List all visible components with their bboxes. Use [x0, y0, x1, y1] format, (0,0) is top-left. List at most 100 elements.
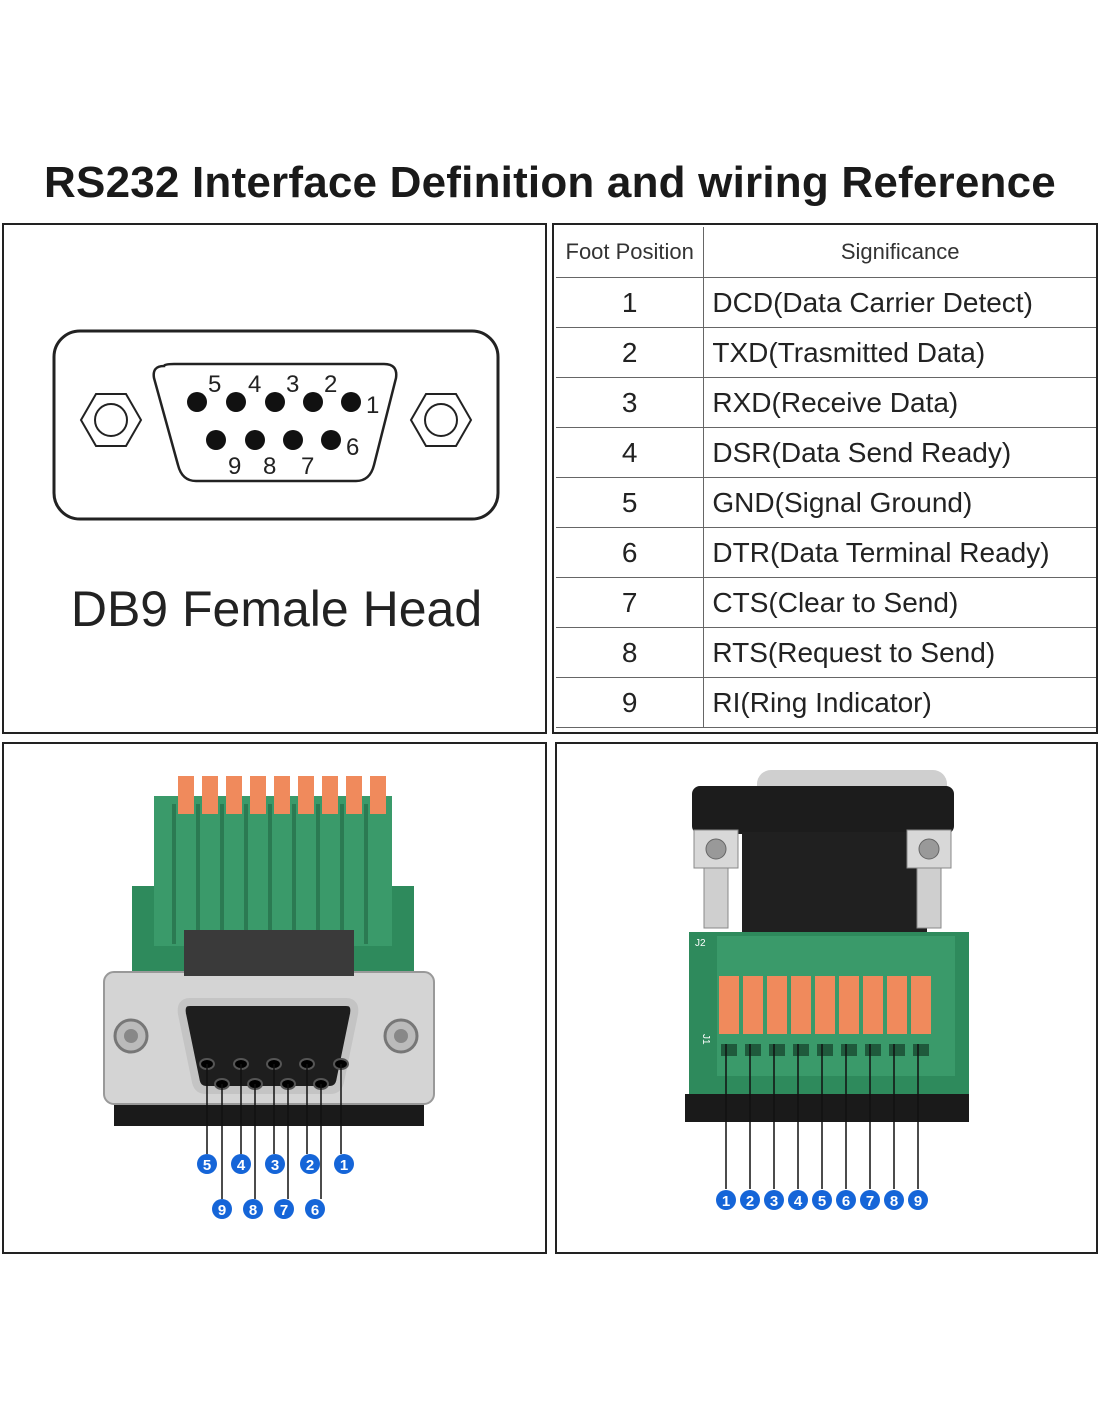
pin-label: 1	[366, 392, 379, 419]
callout-number: 9	[218, 1202, 226, 1219]
right-standoff	[906, 829, 952, 929]
row-significance: GND(Signal Ground)	[703, 477, 1096, 528]
page-title: RS232 Interface Definition and wiring Re…	[44, 158, 1056, 207]
callout-number: 9	[914, 1193, 922, 1210]
callout-3-icon	[265, 1154, 285, 1174]
d-shell-outline	[152, 362, 398, 483]
pin-label: 4	[248, 371, 261, 398]
right-hex-nut-icon	[409, 393, 473, 447]
callout-7-icon	[274, 1199, 294, 1219]
callout-number: 6	[842, 1193, 850, 1210]
row-significance: RTS(Request to Send)	[703, 627, 1096, 678]
pin-5-dot	[187, 392, 207, 412]
connector-base	[685, 1094, 969, 1122]
pin-9-dot	[206, 430, 226, 450]
table-header-row: Foot Position Significance	[556, 227, 1096, 278]
db9-front-illustration: 5 4 3 2 1 9 8 7 6	[103, 776, 435, 1219]
pin-label: 6	[346, 434, 359, 461]
pin-label: 7	[301, 453, 314, 480]
row-significance: TXD(Trasmitted Data)	[703, 327, 1096, 378]
pin-3-dot	[265, 392, 285, 412]
row-position: 8	[556, 627, 705, 678]
pin-8-dot	[245, 430, 265, 450]
callout-4-icon	[788, 1190, 808, 1210]
callout-number: 8	[249, 1202, 257, 1219]
header-significance: Significance	[703, 227, 1096, 278]
row-position: 7	[556, 577, 705, 628]
row-position: 6	[556, 527, 705, 578]
pin-label: 5	[208, 371, 221, 398]
callout-4-icon	[231, 1154, 251, 1174]
pin-7-dot	[283, 430, 303, 450]
callout-number: 3	[271, 1157, 279, 1174]
callout-number: 6	[311, 1202, 319, 1219]
orange-levers	[719, 976, 931, 1034]
callout-2-icon	[300, 1154, 320, 1174]
callout-number: 4	[794, 1193, 803, 1210]
callout-number: 4	[237, 1157, 246, 1174]
row-position: 5	[556, 477, 705, 528]
pin-label: 9	[228, 453, 241, 480]
terminal-slots	[172, 804, 368, 944]
db9-connector-drawing: 5 4 3 2 1 9 8 7 6	[52, 329, 500, 521]
pin-6-dot	[321, 430, 341, 450]
connector-body	[742, 832, 927, 932]
terminal-block	[154, 796, 392, 946]
row-significance: DCD(Data Carrier Detect)	[703, 277, 1096, 328]
wire-holes	[721, 1044, 929, 1056]
callout-number: 7	[280, 1202, 288, 1219]
callout-1-icon	[334, 1154, 354, 1174]
row-position: 3	[556, 377, 705, 428]
left-standoff	[693, 829, 739, 929]
callout-number: 8	[890, 1193, 898, 1210]
callouts-top: 5 4 3 2 1	[197, 1154, 354, 1174]
row-significance: DSR(Data Send Ready)	[703, 427, 1096, 478]
callout-leader-lines	[206, 1064, 342, 1199]
pin-label: 8	[263, 453, 276, 480]
pin-label: 2	[324, 371, 337, 398]
back-view-panel: J2 J1	[555, 742, 1098, 1254]
pin-4-dot	[226, 392, 246, 412]
callout-1-icon	[716, 1190, 736, 1210]
front-view-panel: 5 4 3 2 1 9 8 7 6	[2, 742, 547, 1254]
row-position: 9	[556, 677, 705, 728]
callout-8-icon	[243, 1199, 263, 1219]
db9-diagram-panel: 5 4 3 2 1 9 8 7 6 DB9 Female Head	[2, 223, 547, 734]
row-significance: DTR(Data Terminal Ready)	[703, 527, 1096, 578]
callout-8-icon	[884, 1190, 904, 1210]
callout-7-icon	[860, 1190, 880, 1210]
board-label: J2	[695, 938, 706, 949]
black-flange	[692, 786, 954, 834]
callout-3-icon	[764, 1190, 784, 1210]
callout-6-icon	[305, 1199, 325, 1219]
terminal-back-illustration: J2 J1	[685, 770, 969, 1210]
row-significance: RI(Ring Indicator)	[703, 677, 1096, 728]
row-position: 2	[556, 327, 705, 378]
callout-number: 1	[722, 1193, 730, 1210]
header-foot-position: Foot Position	[556, 227, 705, 278]
row-significance: RXD(Receive Data)	[703, 377, 1096, 428]
callout-2-icon	[740, 1190, 760, 1210]
callout-9-icon	[212, 1199, 232, 1219]
left-hex-nut-icon	[79, 393, 143, 447]
callout-number: 7	[866, 1193, 874, 1210]
connector-body	[184, 930, 354, 976]
callout-6-icon	[836, 1190, 856, 1210]
callout-number: 5	[818, 1193, 826, 1210]
callout-number: 3	[770, 1193, 778, 1210]
callout-5-icon	[197, 1154, 217, 1174]
callout-9-icon	[908, 1190, 928, 1210]
callout-5-icon	[812, 1190, 832, 1210]
callout-number: 5	[203, 1157, 211, 1174]
callout-number: 2	[746, 1193, 754, 1210]
board-label: J1	[700, 1034, 711, 1045]
